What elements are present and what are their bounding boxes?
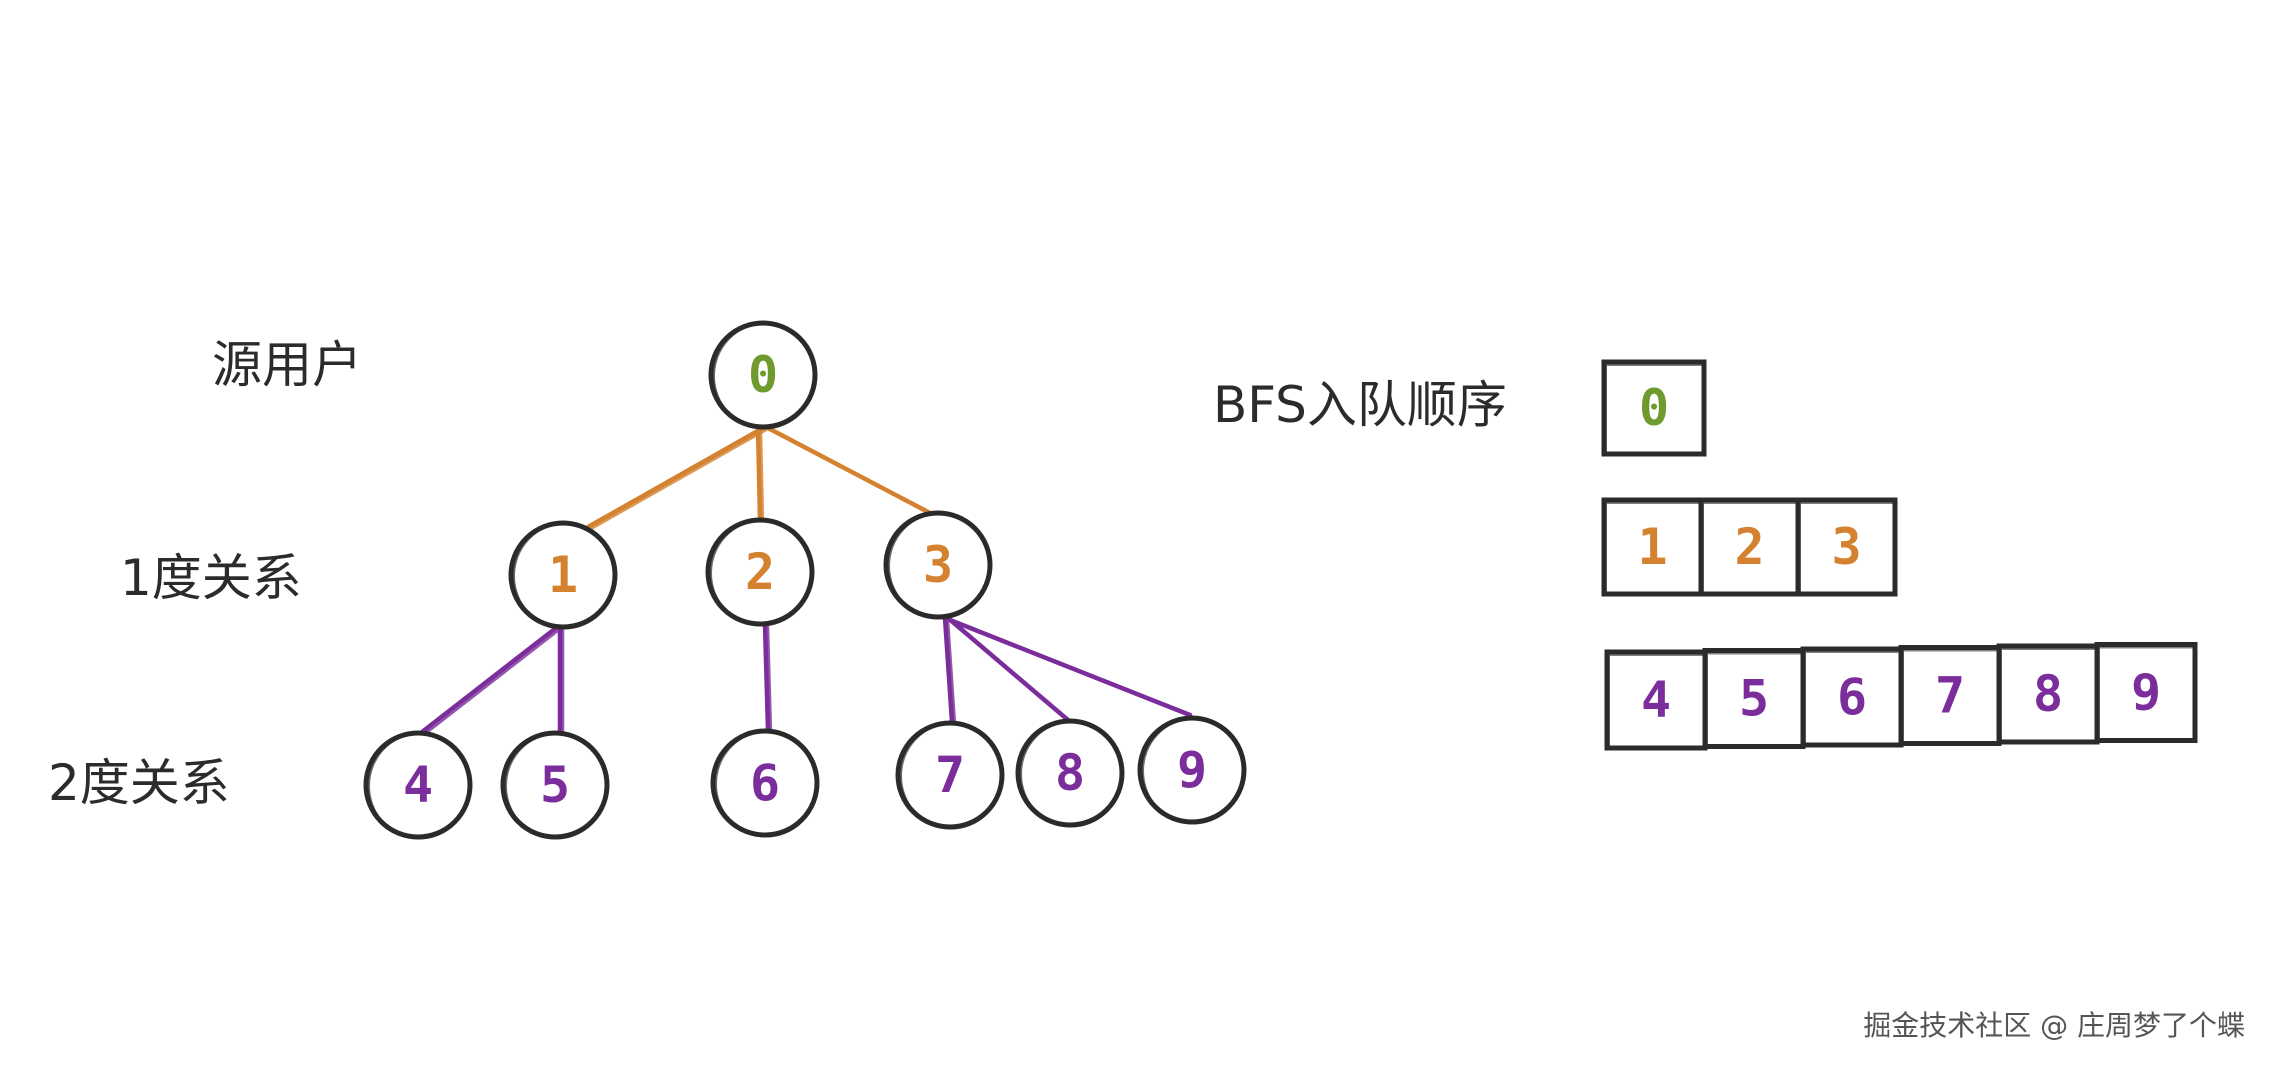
tree-node-2: 2 — [705, 517, 815, 627]
edge-0-2 — [755, 425, 765, 524]
edge-0-3 — [765, 425, 935, 517]
queue-box-7: 7 — [1898, 645, 2002, 746]
edge-1-4 — [419, 625, 561, 736]
edge-3-7 — [942, 615, 957, 726]
tree-node-label: 5 — [540, 756, 570, 814]
tree-node-5: 5 — [500, 730, 610, 840]
tree-node-8: 8 — [1015, 718, 1125, 828]
queue-box-5: 5 — [1702, 648, 1806, 749]
tree-node-label: 6 — [750, 754, 780, 812]
queue-box-label: 9 — [2131, 664, 2161, 722]
tree-node-7: 7 — [895, 720, 1005, 830]
queue-row-1: 1 2 3 — [1601, 497, 1898, 597]
label-degree-1: 1度关系 — [120, 549, 302, 607]
queue-box-0: 0 — [1601, 359, 1707, 457]
queue-box-label: 7 — [1935, 667, 1965, 725]
queue-box-label: 3 — [1831, 518, 1861, 576]
bfs-queue: 0 1 2 3 4 5 6 7 8 9 — [1601, 359, 2198, 751]
tree-node-label: 3 — [923, 536, 953, 594]
label-degree-2: 2度关系 — [48, 754, 230, 812]
tree-node-0: 0 — [708, 320, 818, 430]
tree-node-label: 9 — [1177, 741, 1207, 799]
tree-node-4: 4 — [363, 730, 473, 840]
edge-3-9 — [947, 617, 1195, 719]
watermark: 掘金技术社区 @ 庄周梦了个蝶 — [1863, 1009, 2245, 1042]
queue-box-3: 3 — [1795, 497, 1898, 597]
queue-box-label: 8 — [2033, 665, 2063, 723]
edge-2-6 — [762, 622, 773, 734]
edge-0-1 — [585, 425, 768, 531]
queue-box-9: 9 — [2094, 642, 2198, 743]
queue-box-4: 4 — [1604, 649, 1708, 751]
queue-box-label: 6 — [1837, 668, 1867, 726]
queue-box-2: 2 — [1698, 497, 1801, 597]
queue-row-2: 4 5 6 7 8 9 — [1604, 642, 2198, 751]
tree-node-1: 1 — [508, 520, 618, 630]
edge-1-5 — [557, 625, 565, 736]
tree-node-label: 2 — [745, 543, 775, 601]
edge-3-8 — [945, 615, 1073, 724]
tree-node-6: 6 — [710, 728, 820, 838]
queue-box-1: 1 — [1601, 497, 1704, 597]
queue-box-label: 4 — [1641, 671, 1671, 729]
queue-box-label: 5 — [1739, 670, 1769, 728]
label-queue-title: BFS入队顺序 — [1213, 376, 1507, 434]
queue-box-label: 0 — [1639, 379, 1669, 437]
tree-node-label: 7 — [935, 746, 965, 804]
label-source-user: 源用户 — [212, 336, 362, 394]
tree-nodes: 0 1 2 3 4 5 6 7 8 9 — [363, 320, 1247, 840]
queue-box-8: 8 — [1996, 643, 2100, 745]
tree-edges — [419, 425, 1195, 736]
tree-node-label: 0 — [748, 346, 778, 404]
tree-node-label: 4 — [403, 756, 433, 814]
queue-box-label: 2 — [1734, 518, 1764, 576]
tree-node-label: 8 — [1055, 744, 1085, 802]
queue-row-0: 0 — [1601, 359, 1707, 457]
queue-box-label: 1 — [1637, 518, 1667, 576]
tree-node-3: 3 — [883, 510, 993, 620]
tree-node-label: 1 — [548, 546, 578, 604]
tree-node-9: 9 — [1137, 715, 1247, 825]
queue-box-6: 6 — [1800, 646, 1904, 748]
